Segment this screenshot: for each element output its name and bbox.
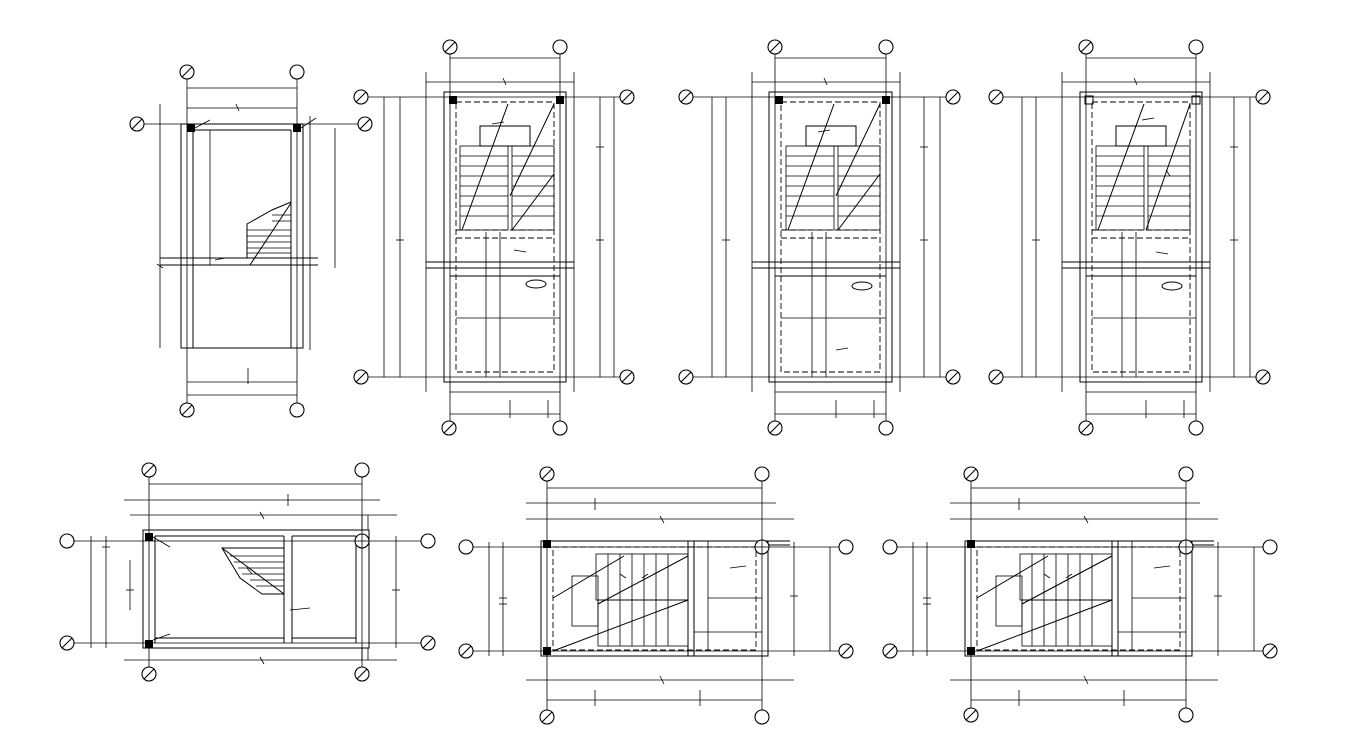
- stair-flight: [221, 547, 311, 611]
- grid-bubble-top-right: [289, 64, 305, 80]
- dimension-lines: [156, 87, 336, 396]
- stair-flights: [1095, 103, 1191, 255]
- columns: [543, 539, 770, 655]
- columns: [449, 96, 564, 104]
- plan-5: [59, 462, 436, 682]
- window-symbol: [1161, 281, 1183, 291]
- plan-2: [353, 39, 635, 436]
- grid-bubbles: [458, 466, 854, 725]
- grid-bubble-bottom-right: [289, 402, 305, 418]
- window-symbol: [851, 281, 873, 291]
- grid-bubbles: [353, 39, 635, 436]
- grid-bubble-right: [357, 116, 373, 132]
- columns: [775, 96, 890, 104]
- grid-bubbles: [59, 462, 436, 682]
- walls: [142, 515, 370, 660]
- grid-and-dimension-lines: [1003, 54, 1256, 421]
- plan-4: [988, 39, 1271, 436]
- walls: [964, 540, 1214, 657]
- stair-flights: [552, 553, 747, 652]
- walls: [160, 116, 318, 350]
- walls: [752, 91, 900, 383]
- grid-bubble-left: [129, 116, 145, 132]
- stair-flights: [976, 553, 1171, 652]
- stair-flights: [459, 103, 555, 253]
- plan-7: [882, 466, 1278, 723]
- columns: [145, 533, 370, 648]
- grid-and-dimension-lines: [368, 54, 620, 421]
- grid-and-dimension-lines: [897, 481, 1263, 708]
- stair-flights: [785, 103, 881, 351]
- columns: [187, 117, 317, 132]
- window-symbol: [525, 279, 547, 289]
- plan-3: [678, 39, 961, 436]
- walls: [1062, 91, 1210, 383]
- grid-and-dimension-lines: [693, 54, 946, 421]
- stair-flight: [214, 201, 292, 266]
- columns: [1084, 95, 1201, 105]
- walls: [426, 91, 574, 383]
- grid-and-dimension-lines: [473, 481, 839, 710]
- grid-bubble-bottom-left: [179, 402, 195, 418]
- grid-bubbles: [882, 466, 1278, 723]
- plan-1: [129, 64, 373, 418]
- plan-6: [458, 466, 854, 725]
- grid-bubbles: [678, 39, 961, 436]
- walls: [540, 540, 790, 657]
- grid-bubble-top-left: [179, 64, 195, 80]
- grid-and-dimension-lines: [74, 477, 421, 667]
- grid-bubbles: [988, 39, 1271, 436]
- columns: [967, 539, 1194, 655]
- grid-lines: [144, 79, 358, 403]
